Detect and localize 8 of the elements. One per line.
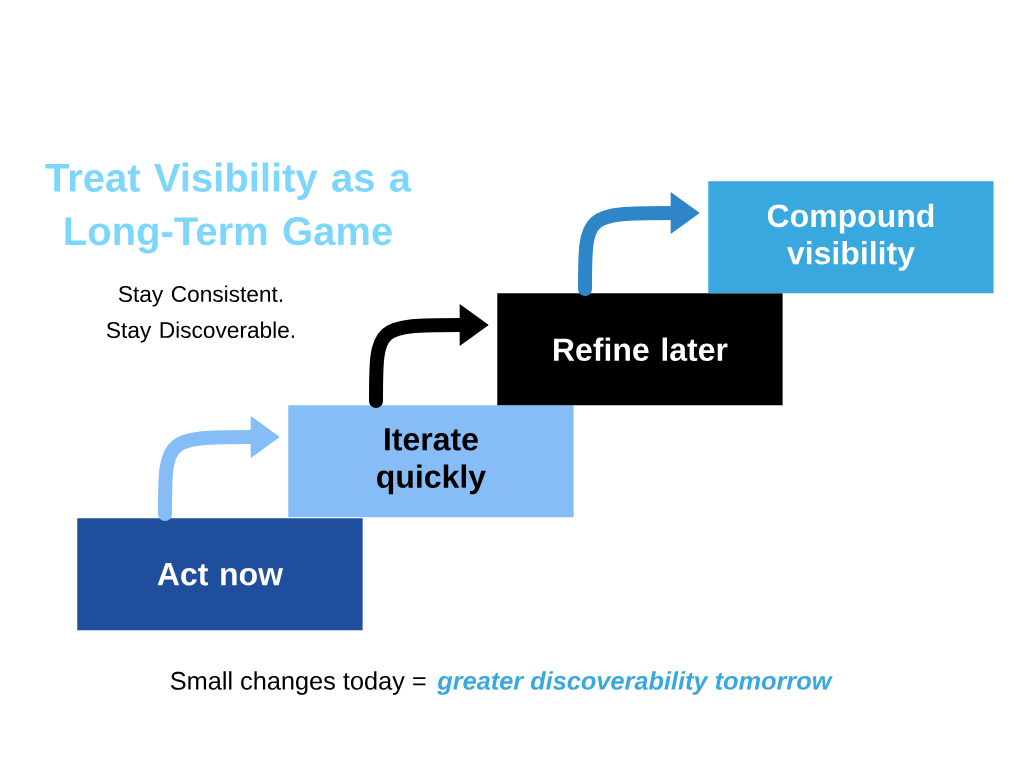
step-box: Act now <box>77 518 363 631</box>
step-box: Iterate quickly <box>288 405 574 518</box>
step-box: Compound visibility <box>708 181 994 294</box>
step-box: Refine later <box>497 293 783 406</box>
footer-text: Small changes today = <box>170 671 426 695</box>
subtitle: Stay Consistent. Stay Discoverable. <box>106 285 294 343</box>
title: Treat Visibility as a Long-Term Game <box>45 162 412 254</box>
highlight-text: greater discoverability tomorrow <box>437 671 833 695</box>
